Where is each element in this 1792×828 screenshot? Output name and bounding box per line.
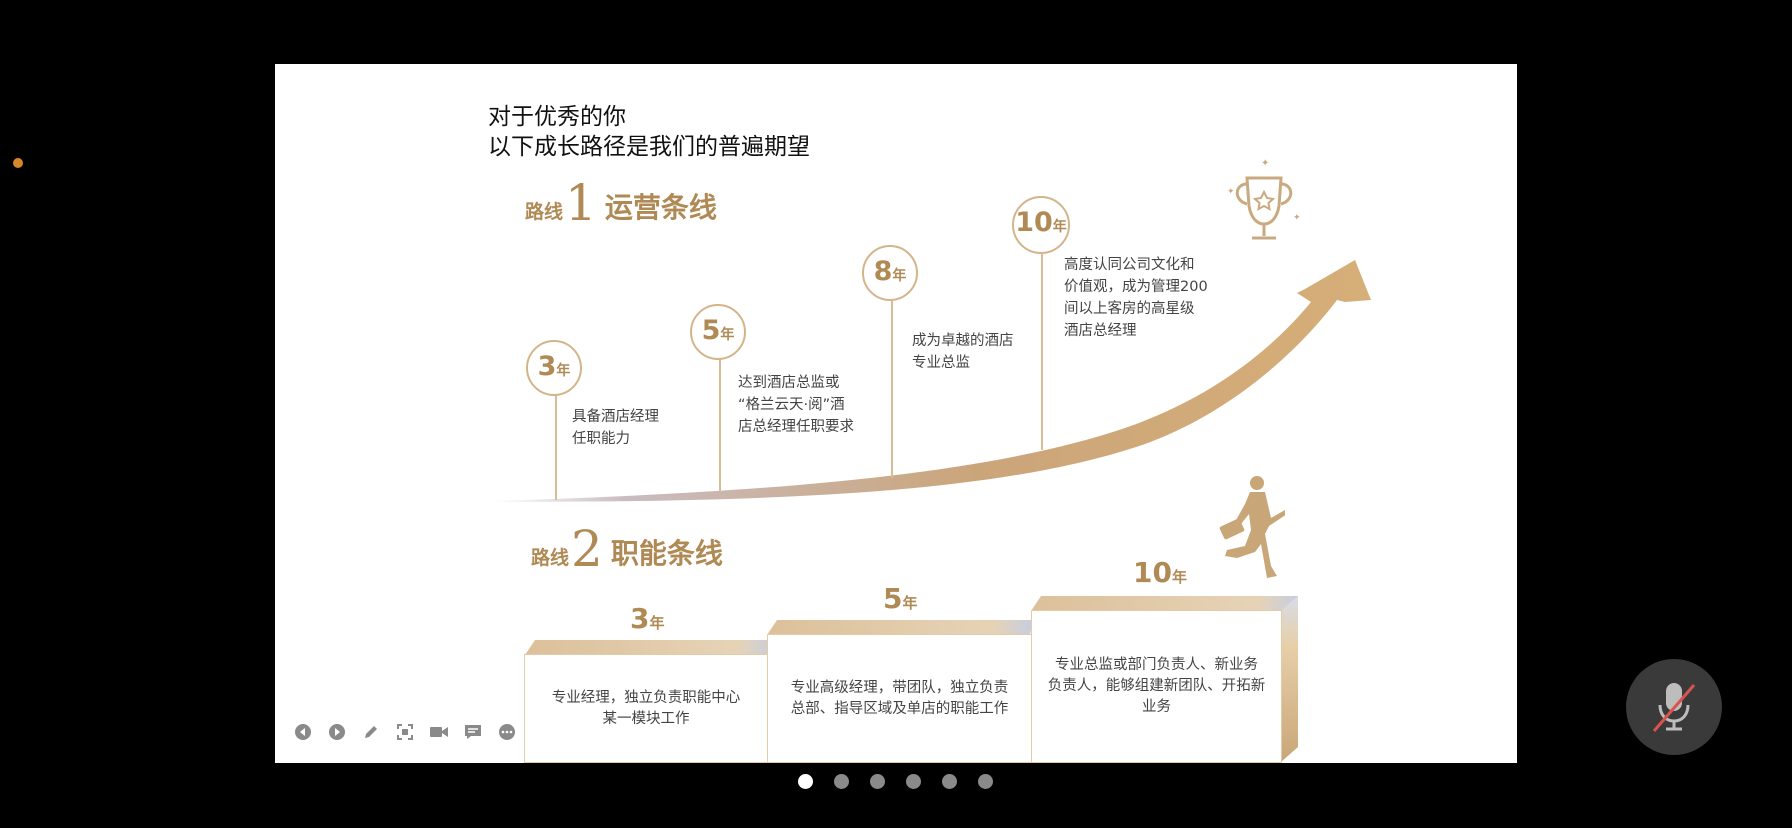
svg-text:✦: ✦	[1261, 158, 1269, 169]
milestone-stem	[719, 349, 721, 492]
pen-icon[interactable]	[361, 722, 381, 742]
milestone-3-desc: 具备酒店经理任职能力	[572, 409, 659, 447]
chat-icon[interactable]	[463, 722, 483, 742]
step2-box: 专业高级经理，带团队，独立负责总部、指导区域及单店的职能工作	[767, 634, 1032, 763]
next-icon[interactable]	[327, 722, 347, 742]
trophy-icon: ✦ ✦ ✦	[1227, 158, 1301, 240]
running-man-icon	[1219, 476, 1285, 578]
route1-prefix: 路线	[525, 201, 564, 223]
milestone-5-desc: 达到酒店总监或“格兰云天·阅”酒店总经理任职要求	[738, 375, 854, 435]
mic-toggle-button[interactable]	[1626, 659, 1722, 755]
route2-number: 2	[571, 520, 603, 578]
mic-muted-icon	[1652, 683, 1696, 732]
svg-text:✦: ✦	[1293, 213, 1301, 223]
growth-arrow	[493, 260, 1371, 502]
page-dot-4[interactable]	[906, 774, 921, 789]
route1-number: 1	[565, 174, 597, 232]
page-dot-5[interactable]	[942, 774, 957, 789]
milestone-stem	[555, 384, 557, 500]
page-dot-3[interactable]	[870, 774, 885, 789]
route2-prefix: 路线	[531, 547, 570, 569]
slide-title-line2: 以下成长路径是我们的普遍期望	[488, 134, 810, 160]
page-dot-1[interactable]	[798, 774, 813, 789]
page-dot-6[interactable]	[978, 774, 993, 789]
more-icon[interactable]	[497, 722, 517, 742]
route2-heading: 路线 2 职能条线	[531, 524, 723, 574]
route1-name: 运营条线	[604, 191, 717, 224]
slide-title-line1: 对于优秀的你	[488, 104, 626, 130]
milestone-stem	[891, 299, 893, 478]
milestone-stem	[1041, 254, 1043, 450]
step1-box: 专业经理，独立负责职能中心某一模块工作	[524, 654, 768, 763]
milestone-8-desc: 成为卓越的酒店专业总监	[912, 333, 1014, 371]
route1-heading: 路线 1 运营条线	[525, 178, 717, 228]
svg-text:✦: ✦	[1227, 187, 1235, 197]
recording-indicator-dot	[13, 158, 23, 168]
screenshot-icon[interactable]	[395, 722, 415, 742]
camera-icon[interactable]	[429, 722, 449, 742]
step3-box: 专业总监或部门负责人、新业务负责人，能够组建新团队、开拓新业务	[1031, 610, 1282, 763]
step-platforms	[525, 596, 1298, 762]
prev-icon[interactable]	[293, 722, 313, 742]
route2-name: 职能条线	[610, 537, 723, 570]
presentation-toolbar	[293, 722, 517, 742]
page-dot-2[interactable]	[834, 774, 849, 789]
